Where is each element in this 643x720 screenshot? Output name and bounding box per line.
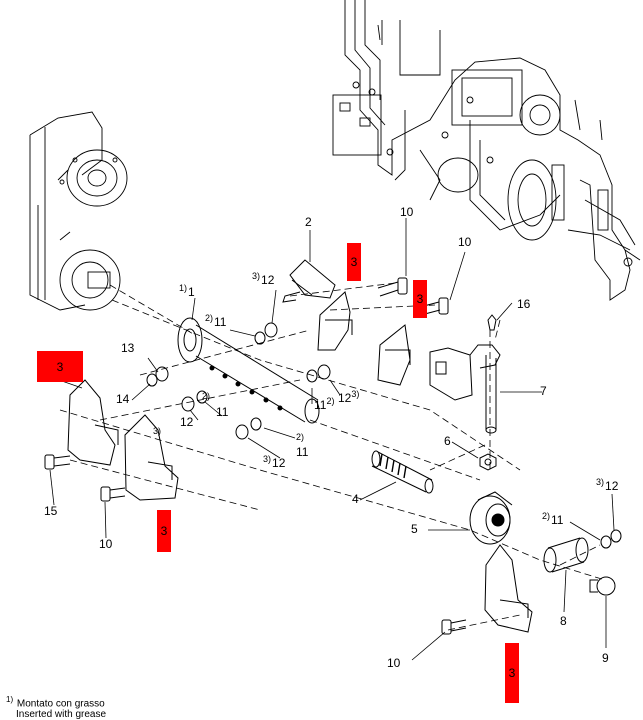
- note-marker: 3): [596, 477, 605, 487]
- highlight-tag-part-3-d: 3: [157, 510, 171, 552]
- part-label-14: 14: [116, 392, 130, 406]
- note-marker: 2): [326, 396, 335, 406]
- part-label-5: 5: [411, 522, 418, 536]
- part-label-10-c: 10: [99, 537, 113, 551]
- part-label-12-d: 123): [338, 389, 360, 405]
- part-label-6: 6: [444, 434, 451, 448]
- paddle-part-2: [282, 259, 336, 303]
- part-label-7: 7: [540, 384, 547, 398]
- part-label-13: 13: [121, 341, 135, 355]
- highlight-tag-text: 3: [416, 292, 424, 306]
- part-label-11-b: 2): [202, 392, 211, 406]
- part-label-11-c-number: 11: [296, 445, 309, 459]
- part-label-10-d: 10: [387, 656, 401, 670]
- part-label-12-e: 3)12: [596, 477, 619, 493]
- part-label-16: 16: [517, 297, 531, 311]
- part-number: 12: [338, 391, 352, 405]
- part-label-11-d: 112): [314, 396, 335, 412]
- part-label-12-b: 12: [180, 415, 194, 429]
- part-number: 11: [214, 315, 227, 329]
- part-label-9: 9: [602, 651, 609, 665]
- bushings-and-nuts: [146, 322, 622, 549]
- part-label-11-b-number: 11: [216, 405, 229, 419]
- bracket-part-7: [429, 344, 501, 434]
- highlight-tag-text: 3: [56, 359, 64, 374]
- part-label-12-c: 3)12: [263, 454, 286, 470]
- footnote: 1) Montato con grasso Inserted with grea…: [6, 694, 106, 720]
- part-number: 11: [314, 398, 327, 412]
- part-label-11-e: 2)11: [542, 511, 564, 527]
- note-marker: 2): [296, 432, 305, 442]
- highlight-tag-part-3-b: 3: [413, 280, 427, 318]
- part-label-1: 1)1: [179, 283, 195, 299]
- sleeve-part-8: [543, 537, 589, 573]
- part-label-8: 8: [560, 614, 567, 628]
- bearing-part-5: [469, 491, 513, 545]
- footnote-marker: 1): [6, 695, 14, 704]
- highlight-tag-part-3-a: 3: [347, 243, 361, 281]
- part-label-10-a: 10: [400, 205, 414, 219]
- part-number: 1: [188, 285, 195, 299]
- note-marker: 2): [205, 313, 214, 323]
- bolts: [44, 277, 467, 635]
- part-label-4: 4: [352, 492, 359, 506]
- part-label-15: 15: [44, 504, 58, 518]
- machine-frame-illustration: [332, 0, 641, 301]
- note-marker: 2): [542, 511, 551, 521]
- note-marker: 3): [153, 426, 162, 436]
- highlight-tag-part-3-c: 3: [37, 351, 83, 382]
- splined-shaft-part-4: [371, 450, 434, 494]
- nut-part-6: [479, 453, 497, 471]
- knob-part-9: [589, 576, 616, 596]
- main-shaft-part-1: [177, 317, 320, 424]
- part-label-11-c: 2): [296, 433, 305, 447]
- highlight-tag-text: 3: [508, 666, 516, 680]
- scraper-blades: [67, 291, 533, 633]
- note-marker: 2): [202, 391, 211, 401]
- grease-nipple-part-16: [487, 314, 497, 331]
- part-label-2: 2: [305, 215, 312, 229]
- part-label-3-note-a: 3): [153, 427, 162, 441]
- highlight-tag-part-3-e: 3: [505, 643, 519, 703]
- highlight-tag-text: 3: [350, 255, 358, 269]
- part-label-10-b: 10: [458, 235, 472, 249]
- note-marker: 1): [179, 283, 188, 293]
- highlight-tag-text: 3: [160, 524, 168, 538]
- part-label-11-a: 2)11: [205, 313, 227, 329]
- leader-lines: [49, 218, 615, 661]
- note-marker: 3): [252, 271, 261, 281]
- footnote-line-1: Montato con grasso: [16, 698, 105, 710]
- part-number: 12: [605, 479, 619, 493]
- note-marker: 3): [351, 389, 360, 399]
- assembly-dashed-lines: [59, 282, 606, 631]
- part-number: 11: [551, 513, 564, 527]
- gearbox-illustration: [29, 111, 128, 311]
- part-number: 12: [272, 456, 286, 470]
- note-marker: 3): [263, 454, 272, 464]
- part-number: 12: [261, 273, 275, 287]
- part-label-12-a: 3)12: [252, 271, 275, 287]
